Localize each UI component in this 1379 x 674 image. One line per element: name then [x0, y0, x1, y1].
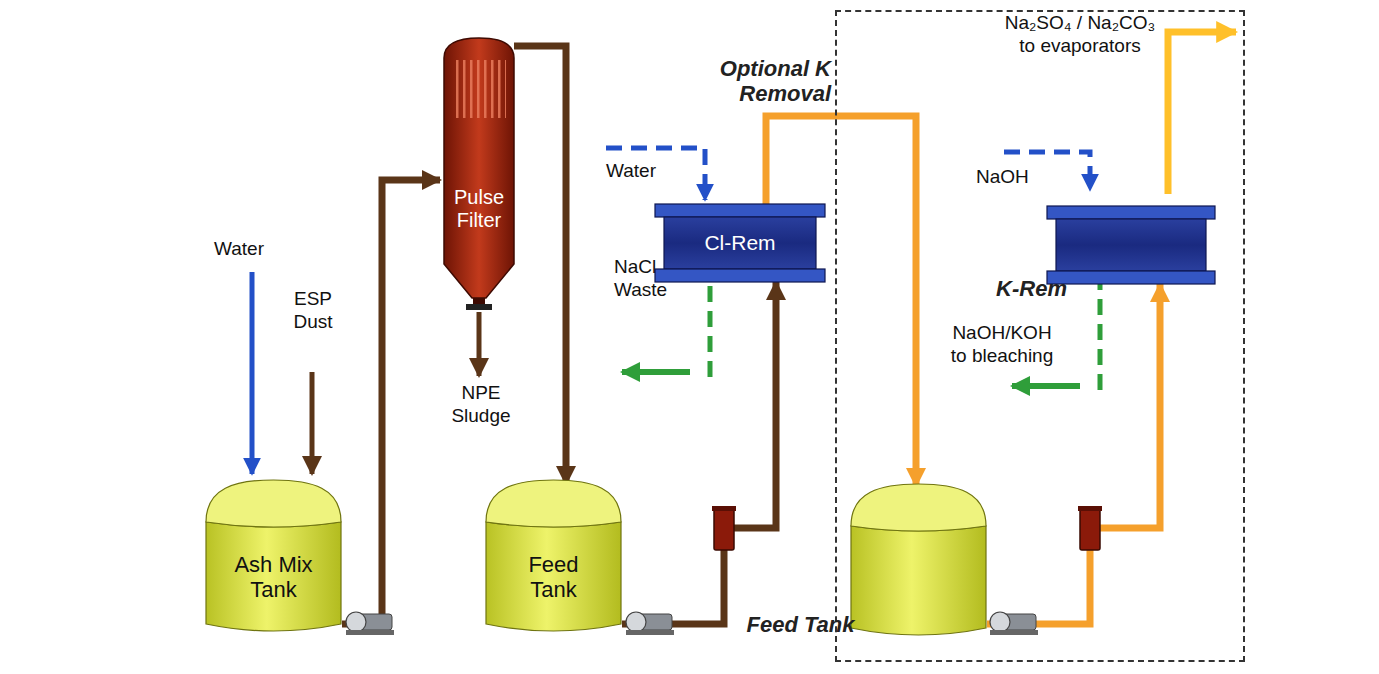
drawing-part [655, 204, 825, 217]
stream-label: NaOH [976, 166, 1046, 189]
pump-symbol [626, 612, 674, 635]
drawing-part [206, 480, 341, 527]
pump-symbol [990, 612, 1038, 635]
bleach-dashed-line [1098, 274, 1103, 392]
drawing-part [346, 612, 366, 632]
node-label: Cl-Rem [704, 231, 775, 255]
drawing-part [851, 526, 986, 635]
bleach-arrow [1012, 383, 1080, 389]
flow-connector [514, 46, 566, 484]
feed-tank: Feed Tank [485, 478, 622, 636]
drawing-part [466, 304, 492, 310]
drawing-part [664, 217, 816, 269]
stream-label: NaCl Waste [614, 256, 686, 302]
stream-label: Water [214, 238, 294, 261]
removal-unit-outline [1047, 206, 1215, 284]
ash-mix-tank: Ash Mix Tank [205, 478, 342, 636]
stream-label: ESP Dust [284, 288, 342, 334]
region-title: Optional K Removal [715, 56, 831, 107]
cartridge-filter [1078, 506, 1102, 550]
stream-label: Na₂SO₄ / Na₂CO₃ to evaporators [1004, 12, 1156, 58]
drawing-part [1056, 219, 1206, 271]
pulse-filter: Pulse Filter [440, 36, 518, 312]
flow-connector [622, 282, 776, 624]
drawing-part [712, 506, 736, 511]
drawing-part [1047, 271, 1215, 284]
dust-arrow [310, 372, 315, 474]
drawing-part [626, 630, 674, 635]
removal-unit: Cl-Rem [655, 204, 825, 282]
node-label: Ash Mix Tank [224, 552, 324, 603]
drawing-part [206, 522, 341, 631]
drawing-part [1047, 206, 1215, 219]
flow-connector [342, 180, 440, 624]
drawing-part [714, 508, 734, 550]
drawing-part [346, 630, 394, 635]
stream-label: NPE Sludge [442, 382, 520, 428]
cartridge-filter [712, 506, 736, 550]
drawing-part [486, 480, 621, 527]
drawing-part [990, 630, 1038, 635]
drawing-part [626, 612, 646, 632]
drawing-part [1080, 508, 1100, 550]
filter-outline [440, 36, 518, 312]
water-arrow [250, 272, 255, 474]
drawing-part [851, 484, 986, 531]
drawing-part [486, 522, 621, 631]
node-label: Feed Tank [739, 612, 855, 637]
stream-label: Water [606, 160, 686, 183]
drawing-part [1078, 506, 1102, 511]
waste-dashed-line [708, 286, 713, 378]
rem-outline [1047, 206, 1215, 284]
water-dashed-arrow [606, 148, 705, 200]
flow-connector [766, 116, 916, 486]
drawing-part [444, 38, 514, 298]
drawing-part [452, 60, 506, 118]
removal-unit: K-Rem [1047, 206, 1215, 284]
evaporator-arrow [1168, 32, 1236, 194]
stream-label: NaOH/KOH to bleaching [946, 322, 1058, 368]
drawing-part [990, 612, 1010, 632]
sludge-arrow [477, 312, 482, 376]
node-label: K-Rem [951, 276, 1067, 301]
feed-tank: Feed Tank [850, 482, 987, 640]
node-label: Feed Tank [504, 552, 604, 603]
tank-outline [850, 482, 987, 640]
drawing-part [655, 269, 825, 282]
pump-symbol [346, 612, 394, 635]
node-label: Pulse Filter [444, 186, 514, 232]
waste-arrow [622, 369, 690, 375]
